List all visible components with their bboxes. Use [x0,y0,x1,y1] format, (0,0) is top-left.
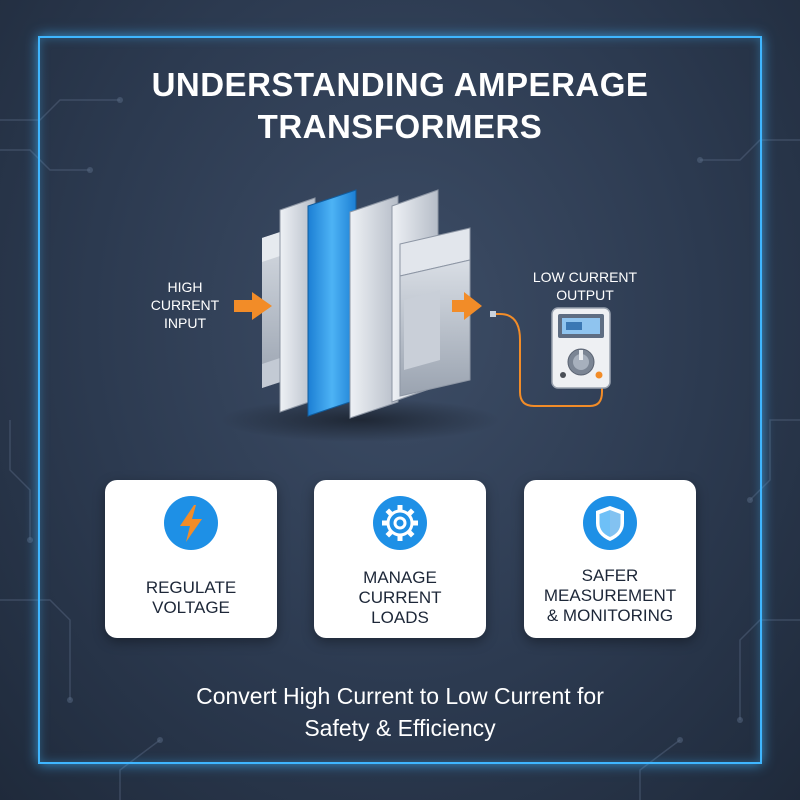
card-label: MANAGE CURRENT LOADS [320,568,480,628]
glowing-frame [38,36,762,764]
shield-icon [583,496,637,550]
feature-card-safer-measurement: SAFER MEASUREMENT & MONITORING [524,480,696,638]
input-label-line-2: CURRENT [150,297,220,313]
tagline: Convert High Current to Low Current for … [60,680,740,744]
tagline-line-2: Safety & Efficiency [304,715,496,741]
input-label-line-1: HIGH [167,279,203,295]
card-label-line: SAFER [581,566,639,585]
card-label-line: & MONITORING [546,606,674,625]
card-label-line: LOADS [371,608,429,627]
card-label-line: CURRENT [358,588,442,607]
output-label-line-1: LOW CURRENT [532,269,638,285]
input-label-line-3: INPUT [164,315,206,331]
lightning-bolt-icon [164,496,218,550]
feature-card-manage-loads: MANAGE CURRENT LOADS [314,480,486,638]
card-label-line: MEASUREMENT [543,586,677,605]
feature-card-regulate-voltage: REGULATE VOLTAGE [105,480,277,638]
multimeter-icon [551,307,611,389]
tagline-line-1: Convert High Current to Low Current for [196,683,604,709]
input-arrow-icon [234,292,272,320]
output-arrow-icon [452,292,482,320]
transformer-core-icon [262,189,471,419]
title-line-1: UNDERSTANDING AMPERAGE [151,66,649,103]
output-wire [492,313,603,407]
output-label: LOW CURRENT OUTPUT [520,268,650,304]
card-label-line: MANAGE [363,568,437,587]
card-label-line: REGULATE [145,578,237,597]
gear-icon [373,496,427,550]
card-label: SAFER MEASUREMENT & MONITORING [530,566,690,626]
card-label-line: VOLTAGE [152,598,230,617]
page-title: UNDERSTANDING AMPERAGE TRANSFORMERS [60,64,740,148]
title-line-2: TRANSFORMERS [257,108,543,145]
input-label: HIGH CURRENT INPUT [140,278,230,332]
output-label-line-2: OUTPUT [556,287,614,303]
card-label: REGULATE VOLTAGE [111,578,271,618]
